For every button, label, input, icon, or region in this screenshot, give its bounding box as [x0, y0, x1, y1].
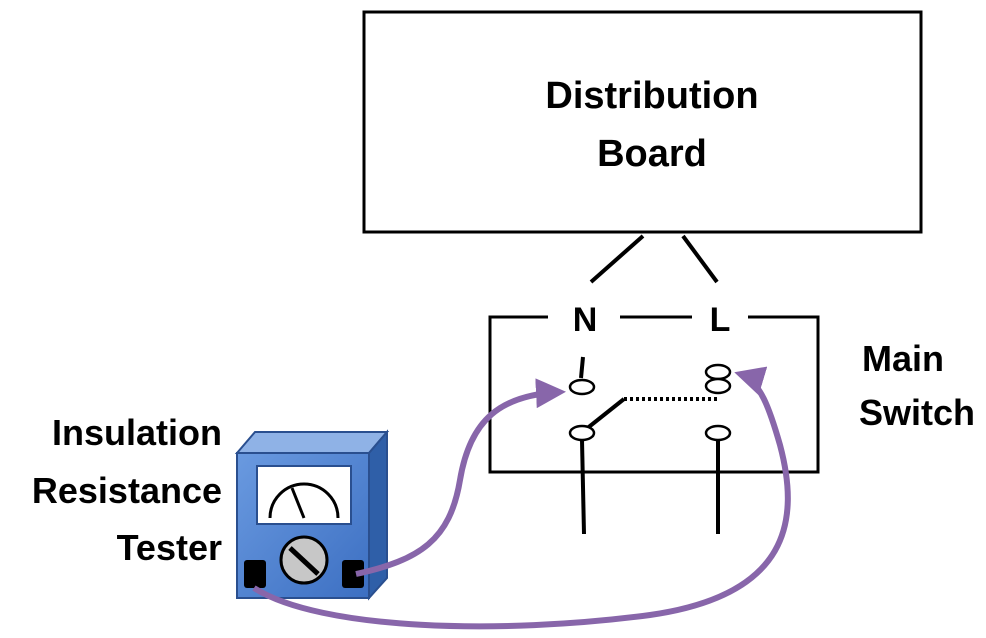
neutral-top-contact: [568, 378, 596, 396]
neutral-feed-wire: [589, 234, 645, 284]
main-switch-enclosure: [488, 315, 820, 474]
tester-label-line2: Resistance: [32, 470, 222, 511]
neutral-switch-blade: [583, 397, 626, 432]
neutral-top-wire: [579, 356, 585, 379]
neutral-label: N: [573, 301, 598, 339]
terminal-icon: [342, 560, 364, 588]
neutral-load-wire: [580, 439, 586, 535]
main-switch-label-line1: Main: [862, 338, 944, 379]
neutral-bottom-contact: [568, 424, 596, 442]
distribution-board-box: [362, 10, 923, 234]
meter-dial-icon: [268, 482, 340, 519]
test-lead-to-live: [252, 366, 791, 630]
distribution-board-label-line1: Distribution: [545, 75, 758, 117]
distribution-board-label-line2: Board: [597, 133, 707, 175]
main-switch: N L Main Switch: [488, 301, 975, 535]
live-feed-wire: [681, 234, 719, 284]
live-blade-contact: [704, 377, 732, 395]
terminal-icon: [244, 560, 266, 588]
main-switch-label-line2: Switch: [859, 392, 975, 433]
tester-label-line3: Tester: [117, 527, 222, 568]
live-bottom-contact: [704, 424, 732, 442]
adjustment-knob-icon: [279, 535, 329, 585]
tester-label-line1: Insulation: [52, 412, 222, 453]
test-lead-to-neutral: [355, 378, 566, 577]
tester-label: Insulation Resistance Tester: [32, 412, 222, 568]
tester-top-face: [234, 431, 390, 454]
live-top-contact: [704, 363, 732, 381]
distribution-board: Distribution Board: [362, 10, 923, 234]
insulation-resistance-tester: [234, 429, 390, 601]
live-label: L: [710, 301, 731, 339]
